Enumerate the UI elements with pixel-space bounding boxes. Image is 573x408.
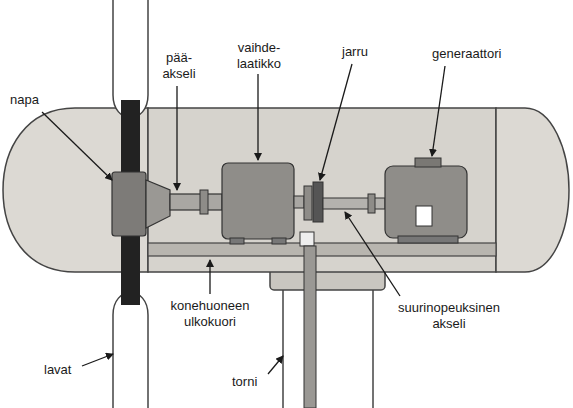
brake-disc	[304, 186, 312, 220]
yaw-joint	[300, 232, 314, 246]
part-label: torni	[232, 374, 257, 390]
bed-plate	[148, 243, 496, 256]
generator	[385, 166, 467, 238]
terminal-box	[416, 206, 432, 226]
gearbox-foot	[230, 238, 244, 244]
part-label: pää- akseli	[156, 50, 202, 82]
shaft-coupling	[200, 190, 208, 214]
main-shaft	[170, 194, 222, 210]
nacelle-body	[148, 108, 496, 272]
gearbox	[222, 163, 294, 239]
gearbox-output	[294, 196, 304, 208]
part-label: konehuoneen ulkokuori	[160, 298, 260, 330]
nacelle-tail	[496, 108, 569, 272]
part-label: suurinopeuksinen akseli	[390, 300, 508, 332]
tower-cable	[304, 246, 316, 408]
blade-top	[113, 0, 148, 118]
blade-bottom	[113, 293, 148, 408]
part-label: generaattori	[432, 46, 501, 62]
part-label: lavat	[44, 362, 71, 378]
gearbox-foot	[272, 238, 286, 244]
generator-base	[398, 236, 458, 243]
part-label: jarru	[342, 44, 368, 60]
high-speed-shaft	[323, 198, 385, 209]
hub-flange	[146, 180, 170, 228]
part-label: vaihde- laatikko	[228, 40, 290, 72]
generator-top	[415, 158, 441, 167]
leader-lines	[42, 64, 445, 374]
shaft-coupling	[368, 194, 375, 213]
brake	[313, 182, 323, 222]
tower	[283, 288, 373, 408]
hub	[112, 172, 146, 236]
part-label: napa	[10, 92, 39, 108]
